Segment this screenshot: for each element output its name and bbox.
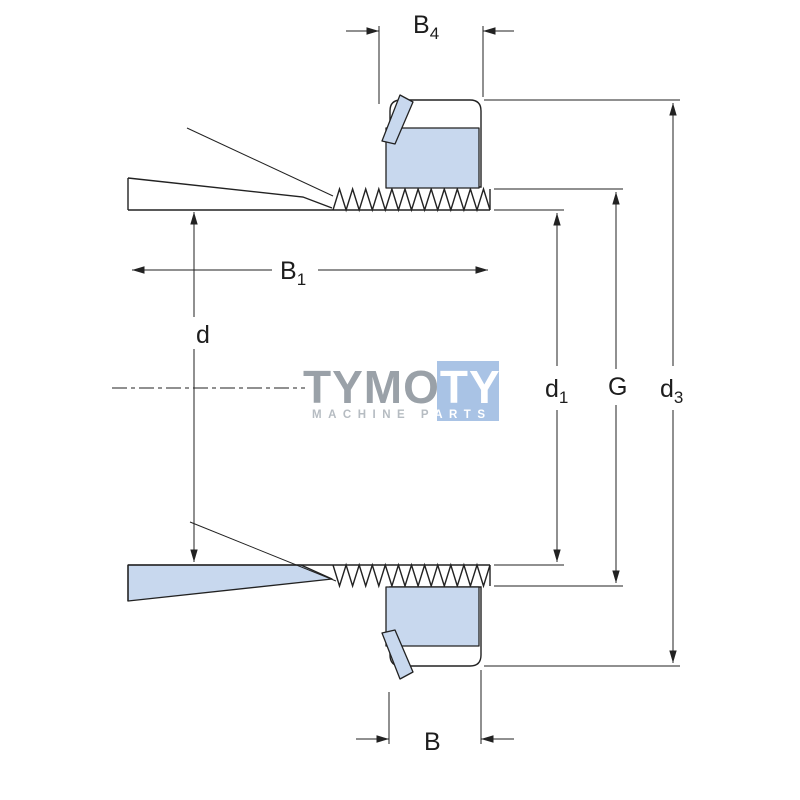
- watermark: TYMOTY MACHINE PARTS: [303, 361, 501, 421]
- bottom-lockwasher-tab: [381, 629, 414, 680]
- dim-label-d3: d3: [660, 375, 683, 407]
- thread-top: [332, 186, 491, 213]
- dim-label-d: d: [196, 321, 210, 349]
- taper-surface-top: [127, 177, 333, 209]
- watermark-blue-box: [437, 361, 499, 421]
- dim-label-b4: B4: [413, 11, 439, 43]
- dim-label-b: B: [424, 728, 441, 756]
- slit-leader-bottom: [189, 521, 337, 582]
- top-locknut-assembly: [381, 94, 482, 189]
- dim-label-d1-base: d: [545, 375, 559, 403]
- watermark-subtitle-left: MACHINE P: [312, 409, 434, 421]
- thread-bottom: [332, 562, 491, 589]
- dim-label-g: G: [608, 373, 627, 401]
- dim-label-g-base: G: [608, 373, 627, 401]
- dim-label-d1-sub: 1: [559, 388, 568, 407]
- watermark-title-right: TY: [440, 361, 501, 413]
- dim-label-b4-sub: 4: [430, 24, 439, 43]
- dim-d1: d1: [494, 209, 568, 566]
- watermark-title: TYMOTY: [303, 361, 501, 413]
- dim-b1: B1: [132, 257, 488, 289]
- sleeve-bottom-section: [127, 564, 333, 602]
- slit-leader-top: [186, 127, 334, 197]
- dim-label-b1-base: B: [280, 257, 297, 285]
- watermark-subtitle: MACHINE PARTS: [312, 409, 492, 421]
- top-lockwasher-tab: [381, 94, 414, 145]
- bottom-locknut-section: [385, 586, 480, 647]
- dim-label-b-base: B: [424, 728, 441, 756]
- dim-label-b1-sub: 1: [297, 270, 306, 289]
- dim-label-b4-base: B: [413, 11, 430, 39]
- dim-label-d3-sub: 3: [674, 388, 683, 407]
- dim-d3: d3: [484, 99, 683, 667]
- sleeve-body: [127, 127, 491, 602]
- dim-label-d1: d1: [545, 375, 568, 407]
- dim-g: G: [494, 188, 627, 587]
- dim-b4: B4: [346, 11, 514, 104]
- dim-d: d: [190, 212, 210, 562]
- bottom-locknut-assembly: [381, 586, 482, 680]
- dim-label-d3-base: d: [660, 375, 674, 403]
- dim-label-d-base: d: [196, 321, 210, 349]
- dim-label-b1: B1: [280, 257, 306, 289]
- watermark-title-left: TYMO: [303, 361, 440, 413]
- top-locknut-section: [385, 127, 480, 189]
- dim-b: B: [356, 670, 514, 756]
- watermark-subtitle-right: ARTS: [434, 409, 491, 421]
